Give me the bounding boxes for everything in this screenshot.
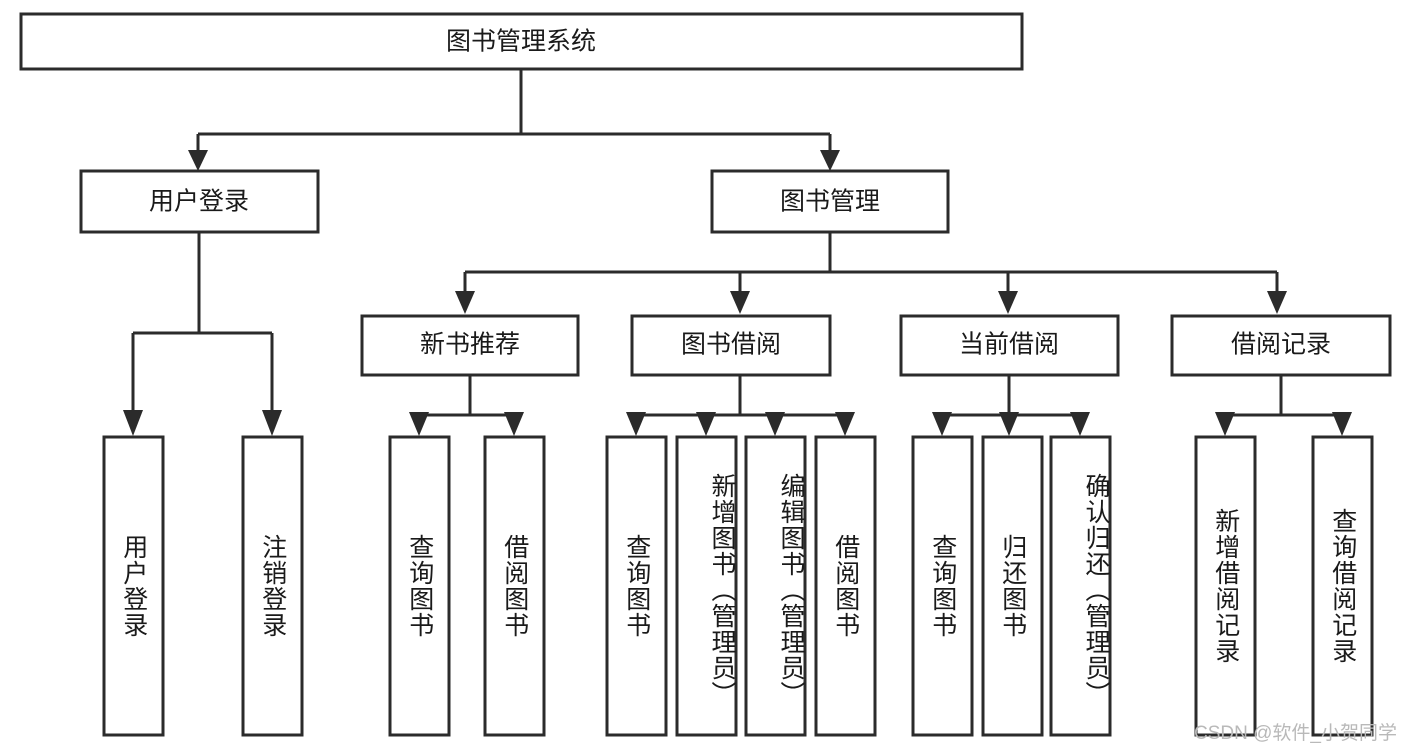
node-book-management-label: 图书管理 bbox=[780, 188, 880, 216]
connector-bookmgmt-to-level3 bbox=[455, 232, 1287, 314]
node-borrow-record[interactable]: 借阅记录 bbox=[1170, 314, 1392, 377]
node-borrow-record-label: 借阅记录 bbox=[1231, 331, 1331, 359]
connector-bookborrow-to-leaves bbox=[626, 375, 855, 436]
leaf-user-login-0[interactable] bbox=[102, 435, 165, 737]
connector-userlogin-to-leaves bbox=[123, 232, 282, 436]
leaf-current-borrow-0[interactable] bbox=[911, 435, 974, 737]
node-user-login[interactable]: 用户登录 bbox=[79, 169, 320, 234]
node-root-label: 图书管理系统 bbox=[446, 28, 596, 56]
connector-borrowrecord-to-leaves bbox=[1215, 375, 1352, 436]
node-current-borrow[interactable]: 当前借阅 bbox=[899, 314, 1120, 377]
leaf-current-borrow-1[interactable] bbox=[981, 435, 1044, 737]
leaf-borrow-record-0[interactable] bbox=[1194, 435, 1257, 737]
connector-newbook-to-leaves bbox=[409, 375, 524, 436]
node-book-borrow-label: 图书借阅 bbox=[681, 331, 781, 359]
watermark-text: CSDN @软件_小贺同学 bbox=[1194, 723, 1397, 744]
node-book-management[interactable]: 图书管理 bbox=[710, 169, 950, 234]
leaf-current-borrow-2[interactable] bbox=[1049, 435, 1112, 737]
node-new-book-recommend-label: 新书推荐 bbox=[420, 331, 520, 359]
leaf-book-borrow-0[interactable] bbox=[605, 435, 668, 737]
leaf-book-borrow-1[interactable] bbox=[675, 435, 738, 737]
connector-root-to-level2 bbox=[188, 68, 840, 171]
node-new-book-recommend[interactable]: 新书推荐 bbox=[360, 314, 580, 377]
leaf-book-borrow-2[interactable] bbox=[744, 435, 807, 737]
node-root[interactable]: 图书管理系统 bbox=[19, 12, 1024, 71]
node-user-login-label: 用户登录 bbox=[149, 188, 249, 216]
node-current-borrow-label: 当前借阅 bbox=[959, 331, 1059, 359]
leaf-new-book-1[interactable] bbox=[483, 435, 546, 737]
leaf-book-borrow-3[interactable] bbox=[814, 435, 877, 737]
leaf-borrow-record-1[interactable] bbox=[1311, 435, 1374, 737]
leaf-user-login-1[interactable] bbox=[241, 435, 304, 737]
connector-currentborrow-to-leaves bbox=[932, 375, 1090, 436]
leaf-new-book-0[interactable] bbox=[388, 435, 451, 737]
node-book-borrow[interactable]: 图书借阅 bbox=[630, 314, 832, 377]
